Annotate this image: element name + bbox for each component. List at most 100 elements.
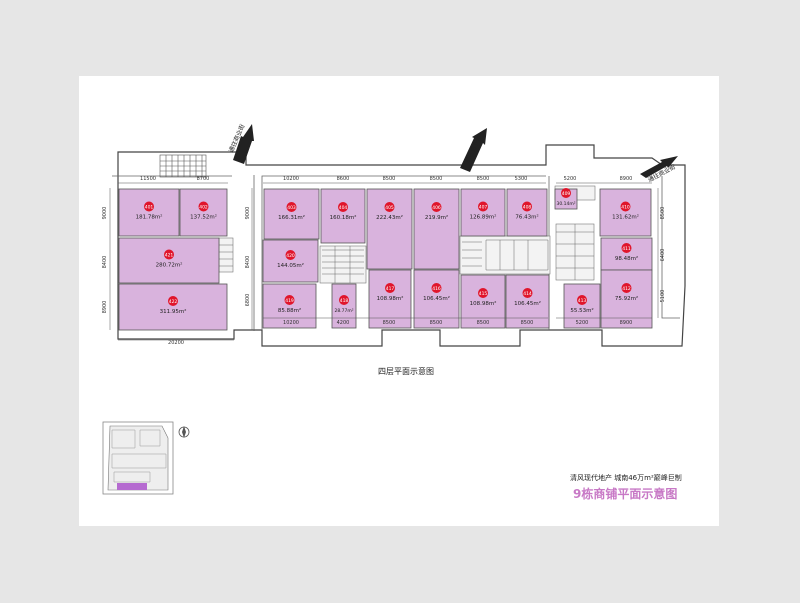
unit-number: 408 xyxy=(523,204,532,210)
dimension-label: 8500 xyxy=(477,320,490,326)
minimap-highlight xyxy=(117,483,147,490)
unit-number: 421 xyxy=(165,252,174,258)
unit-area: 219.9m² xyxy=(425,214,448,221)
shop-unit-411 xyxy=(600,237,653,271)
unit-number: 413 xyxy=(578,298,587,304)
unit-badge-417 xyxy=(385,283,395,293)
unit-badge-404 xyxy=(338,202,348,212)
unit-badge-409 xyxy=(561,188,571,198)
dimension-label: 8500 xyxy=(660,207,666,220)
shop-unit-403 xyxy=(263,188,320,240)
direction-arrows xyxy=(233,124,678,178)
unit-area: 55.53m² xyxy=(570,307,593,314)
dimension-label: 5200 xyxy=(564,176,577,182)
shop-unit-416 xyxy=(413,269,460,329)
unit-number: 420 xyxy=(286,253,295,259)
unit-area: 76.43m² xyxy=(515,214,538,221)
unit-badge-407 xyxy=(478,201,488,212)
unit-badge-411 xyxy=(621,243,632,253)
shop-unit-402 xyxy=(179,188,228,237)
dimension-label: 8900 xyxy=(102,301,108,314)
unit-number: 415 xyxy=(479,291,488,297)
unit-area: 106.45m² xyxy=(514,300,541,307)
unit-number: 418 xyxy=(340,298,349,304)
unit-badge-406 xyxy=(431,202,442,212)
shop-unit-406 xyxy=(413,188,460,270)
unit-badge-416 xyxy=(431,283,442,293)
unit-number: 414 xyxy=(523,291,532,297)
developer-line: 清风现代地产 城南46万m²巅峰巨制 xyxy=(570,474,682,482)
core-details xyxy=(219,224,594,283)
unit-number: 403 xyxy=(287,205,296,211)
unit-badge-414 xyxy=(522,288,533,298)
unit-badge-403 xyxy=(286,202,297,212)
unit-area: 126.89m² xyxy=(470,214,497,221)
unit-area: 30.14m² xyxy=(556,201,575,207)
unit-area: 181.78m² xyxy=(136,214,163,221)
dimension-label: 10200 xyxy=(283,320,299,326)
dimension-label: 8500 xyxy=(383,320,396,326)
unit-badge-418 xyxy=(339,295,349,305)
dimension-label: 8500 xyxy=(477,176,490,182)
unit-number: 407 xyxy=(479,204,488,210)
dimension-label: 8400 xyxy=(102,256,108,269)
unit-number: 419 xyxy=(285,298,294,304)
unit-badge-415 xyxy=(478,288,488,298)
shop-unit-407 xyxy=(460,188,506,237)
unit-area: 75.92m² xyxy=(615,295,638,302)
unit-badge-408 xyxy=(522,201,532,212)
shop-unit-401 xyxy=(118,188,180,237)
unit-area: 280.72m² xyxy=(156,262,183,269)
unit-number: 409 xyxy=(562,191,571,197)
unit-area: 131.62m² xyxy=(612,214,639,221)
shop-unit-410 xyxy=(599,188,652,237)
unit-number: 401 xyxy=(145,204,154,210)
shop-unit-422 xyxy=(118,283,228,331)
unit-badge-410 xyxy=(620,201,631,212)
unit-number: 405 xyxy=(385,205,394,211)
shop-unit-408 xyxy=(506,188,548,237)
unit-area: 144.05m² xyxy=(277,262,304,269)
dimension-label: 5300 xyxy=(515,176,528,182)
dimension-label: 20200 xyxy=(168,340,184,346)
unit-area: 28.77m² xyxy=(334,308,353,314)
shop-unit-412 xyxy=(600,269,653,329)
shop-unit-421 xyxy=(118,237,220,284)
unit-badge-420 xyxy=(285,250,296,260)
compass-icon xyxy=(178,426,190,438)
unit-area: 222.43m² xyxy=(376,214,403,221)
unit-badge-401 xyxy=(144,201,154,212)
dimension-label: 8700 xyxy=(197,176,210,182)
dimension-lines xyxy=(109,182,659,341)
unit-badge-412 xyxy=(621,283,632,293)
escalator xyxy=(159,154,207,178)
unit-number: 406 xyxy=(432,205,441,211)
shop-units: 401181.78m²402137.52m²421280.72m²422311.… xyxy=(118,188,653,331)
unit-number: 410 xyxy=(621,204,630,210)
unit-area: 98.48m² xyxy=(615,255,638,262)
unit-number: 404 xyxy=(339,205,348,211)
unit-badge-402 xyxy=(198,201,209,212)
shop-unit-405 xyxy=(366,188,413,270)
site-minimap xyxy=(102,421,174,495)
dimension-label: 5200 xyxy=(576,320,589,326)
unit-area: 137.52m² xyxy=(190,214,217,221)
unit-area: 166.31m² xyxy=(278,214,305,221)
dimension-label: 8600 xyxy=(337,176,350,182)
unit-area: 108.98m² xyxy=(470,300,497,307)
dimension-label: 9000 xyxy=(245,207,251,220)
unit-number: 402 xyxy=(199,204,208,210)
dimension-label: 9000 xyxy=(102,207,108,220)
dimension-label: 6800 xyxy=(245,294,251,307)
shop-unit-415 xyxy=(460,274,506,329)
dimension-label: 6400 xyxy=(660,249,666,262)
unit-number: 417 xyxy=(386,286,395,292)
shop-unit-414 xyxy=(505,274,550,329)
unit-area: 311.95m² xyxy=(160,308,187,315)
dimension-label: 8500 xyxy=(430,320,443,326)
shop-unit-413 xyxy=(563,283,601,329)
shop-unit-420 xyxy=(262,239,319,283)
unit-area: 85.88m² xyxy=(278,307,301,314)
dimension-label: 8500 xyxy=(430,176,443,182)
dimension-label: 8900 xyxy=(620,176,633,182)
